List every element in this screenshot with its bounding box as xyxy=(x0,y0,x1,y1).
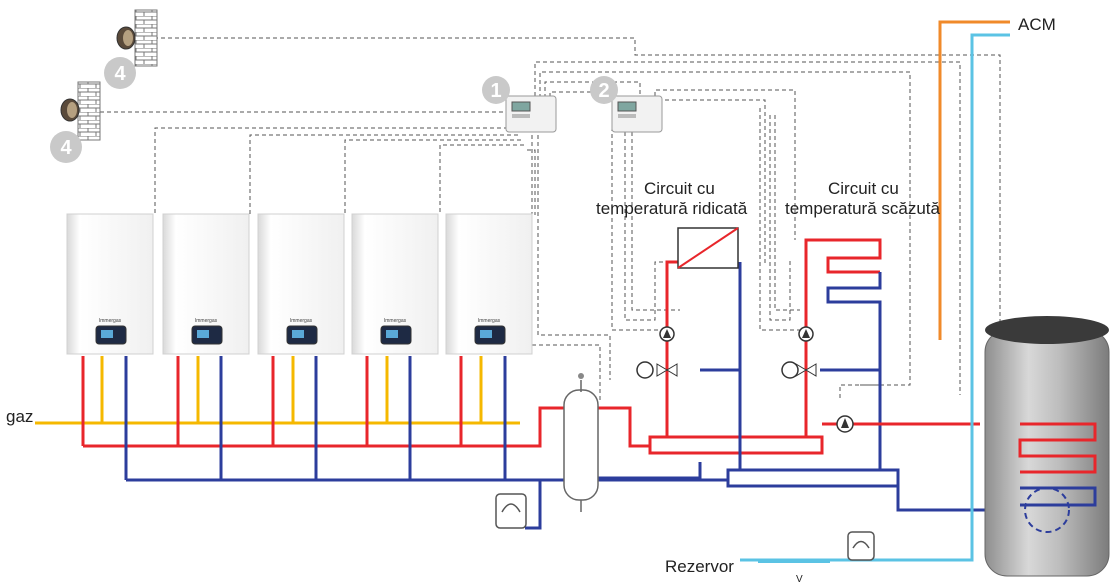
controller-1 xyxy=(505,95,557,133)
svg-text:Immergas: Immergas xyxy=(99,318,122,324)
svg-text:Immergas: Immergas xyxy=(384,318,407,324)
low-temp-pump xyxy=(798,326,814,342)
boiler-2: Immergas xyxy=(162,213,250,355)
radiator-heat-exchanger xyxy=(677,227,739,269)
outdoor-sensor-upper xyxy=(116,9,158,67)
hydraulic-separator xyxy=(563,373,599,512)
dhw-pipes xyxy=(740,20,1010,562)
gas-label: gaz xyxy=(6,407,33,426)
boiler-3: Immergas xyxy=(257,213,345,355)
boiler-4: Immergas xyxy=(351,213,439,355)
boiler-return-pipes xyxy=(124,356,728,482)
svg-text:Immergas: Immergas xyxy=(290,318,313,324)
low-temp-mixing-valve xyxy=(781,361,817,379)
boiler-5: Immergas xyxy=(445,213,533,355)
sensor-badge-upper: 4 xyxy=(104,57,136,89)
svg-text:4: 4 xyxy=(60,137,72,159)
circuit-high-title-2: temperatură ridicată xyxy=(596,199,748,218)
tank-loading-circuit xyxy=(822,422,985,512)
outdoor-sensor-lower xyxy=(60,81,101,141)
svg-text:1: 1 xyxy=(490,80,501,102)
controller-1-badge: 1 xyxy=(482,76,510,104)
circuit-low-title-2: temperatură scăzută xyxy=(785,199,941,218)
distribution-manifold xyxy=(648,435,900,488)
high-temp-pump xyxy=(659,326,675,342)
circuit-high-title-1: Circuit cu xyxy=(644,179,715,198)
svg-text:4: 4 xyxy=(114,63,126,85)
low-temp-circuit xyxy=(804,238,882,470)
boilers: Immergas Immergas Immergas Immergas Imme… xyxy=(66,213,533,355)
boiler-1: Immergas xyxy=(66,213,154,355)
high-temp-mixing-valve xyxy=(636,361,678,379)
tank-loading-pump xyxy=(836,415,854,433)
control-wiring xyxy=(100,37,1001,420)
hot-water-tank xyxy=(984,316,1110,577)
circuit-low-title-1: Circuit cu xyxy=(828,179,899,198)
tank-label: Rezervor xyxy=(665,557,734,576)
v-label: V xyxy=(796,574,803,584)
svg-text:Immergas: Immergas xyxy=(195,318,218,324)
acm-label: ACM xyxy=(1018,15,1056,34)
svg-text:Immergas: Immergas xyxy=(478,318,501,324)
expansion-vessel-dhw xyxy=(847,531,875,561)
gas-pipes xyxy=(35,356,520,425)
expansion-vessel-primary xyxy=(495,480,542,530)
controller-2-badge: 2 xyxy=(590,76,618,104)
svg-text:2: 2 xyxy=(598,80,609,102)
controller-2 xyxy=(611,95,663,133)
sensor-badge-lower: 4 xyxy=(50,131,82,163)
